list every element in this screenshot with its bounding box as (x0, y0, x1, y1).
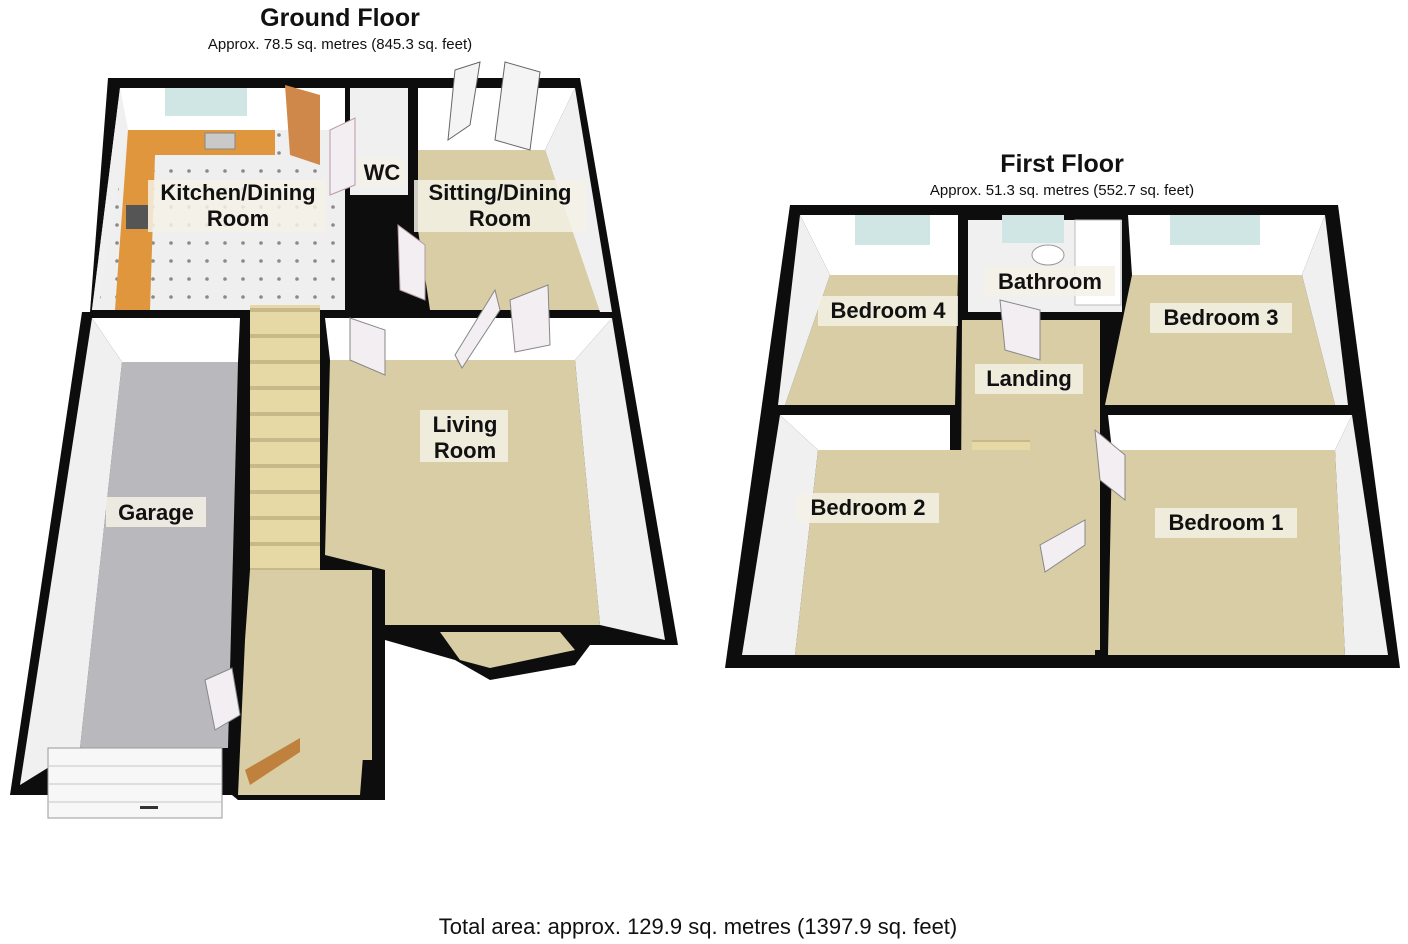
landing-label: Landing (986, 366, 1072, 391)
bedroom3-floor (1105, 275, 1335, 405)
ground-floor-title: Ground Floor (260, 4, 420, 32)
garage-left-wall (20, 318, 122, 785)
bedroom3-window (1170, 215, 1260, 245)
french-door-left (447, 61, 481, 142)
garage-door-handle (140, 806, 158, 809)
living-room-door-1 (349, 317, 386, 376)
sitting-dining-label-line1: Sitting/Dining (429, 180, 572, 205)
back-door (285, 85, 320, 165)
total-area: Total area: approx. 129.9 sq. metres (13… (439, 914, 958, 939)
bedroom4-label: Bedroom 4 (831, 298, 947, 323)
bedroom1-door (1094, 428, 1126, 502)
bathroom-label: Bathroom (998, 269, 1102, 294)
bedroom1-right-wall (1335, 415, 1388, 655)
living-room-bay (440, 632, 575, 668)
garage-door (47, 747, 223, 819)
first-floor-title: First Floor (1000, 150, 1124, 178)
kitchen-dining-label-line2: Room (207, 206, 269, 231)
first-floor-area: Approx. 51.3 sq. metres (552.7 sq. feet) (930, 182, 1194, 199)
first-floor-plan: First Floor Approx. 51.3 sq. metres (552… (725, 150, 1400, 668)
wc-label-bg (358, 158, 406, 186)
kitchen-left-wall (92, 88, 128, 310)
garage-internal-door (204, 667, 241, 731)
living-room-door-2 (509, 284, 551, 353)
living-room-floor (325, 360, 600, 625)
garage-label-bg (106, 497, 206, 527)
bedroom2-label: Bedroom 2 (811, 495, 926, 520)
garage-floor (80, 362, 238, 748)
bedroom1-label: Bedroom 1 (1169, 510, 1284, 535)
kitchen-hob (126, 205, 148, 229)
ground-floor-plan: Ground Floor Approx. 78.5 sq. metres (84… (10, 4, 678, 819)
ground-stairs (250, 305, 320, 570)
living-room-right-wall (575, 318, 665, 640)
french-door-right (494, 61, 541, 151)
bathroom-label-bg (985, 266, 1115, 296)
living-room-door-3 (454, 288, 501, 369)
bedroom4-window (855, 215, 930, 245)
bedroom4-label-bg (818, 296, 958, 326)
garage-label: Garage (118, 500, 194, 525)
ground-floor-area: Approx. 78.5 sq. metres (845.3 sq. feet) (208, 36, 472, 53)
bathroom-door (999, 299, 1041, 361)
living-room-label-line2: Room (434, 438, 496, 463)
bedroom1-label-bg (1155, 508, 1297, 538)
bedroom4-left-wall (778, 215, 830, 405)
bedroom3-label: Bedroom 3 (1164, 305, 1279, 330)
kitchen-label-bg (148, 180, 326, 232)
living-label-bg (420, 410, 508, 462)
kitchen-dining-label-line1: Kitchen/Dining (160, 180, 315, 205)
landing-label-bg (975, 364, 1083, 394)
porch-floor (315, 640, 372, 760)
kitchen-window (165, 88, 247, 116)
bedroom2-left-wall (742, 415, 818, 655)
wc-door (329, 117, 356, 196)
wc-wall (408, 88, 418, 198)
wc-label: WC (364, 160, 401, 185)
bedroom2-door (1039, 519, 1086, 573)
bathroom-window (1002, 215, 1064, 243)
garage-back-wall (92, 318, 240, 362)
sitting-dining-label-line2: Room (469, 206, 531, 231)
bedroom3-label-bg (1150, 303, 1292, 333)
front-door (245, 738, 300, 785)
kitchen-sink (204, 132, 236, 150)
garage-door-panels (48, 765, 222, 803)
living-room-label-line1: Living (433, 412, 498, 437)
bedroom3-right-wall (1302, 215, 1348, 405)
bedroom2-label-bg (797, 493, 939, 523)
bathroom-basin (1031, 244, 1065, 266)
sitting-label-bg (414, 180, 586, 232)
bedroom1-floor (1108, 450, 1345, 655)
sitting-room-door (397, 223, 426, 301)
bedroom2-back-wall (780, 415, 950, 450)
bedroom1-back-wall (1108, 415, 1352, 450)
